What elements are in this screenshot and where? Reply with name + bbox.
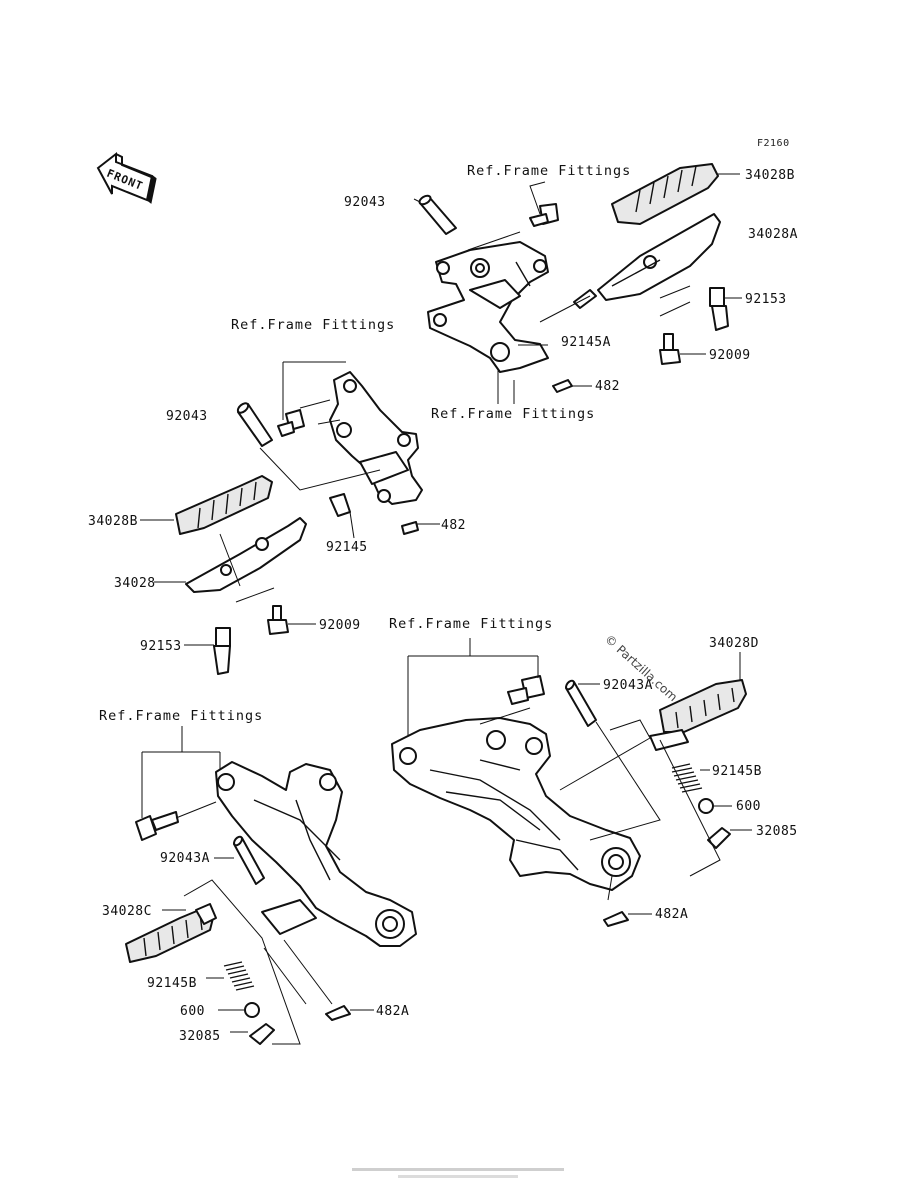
bolt [507,675,545,705]
part-label: 92043 [166,409,208,424]
figure-code: F2160 [757,138,790,149]
part-label: 34028A [748,227,798,242]
part-label: 92145A [561,335,611,350]
lower-right-footrest-assembly [391,638,752,927]
part-label: 92043A [603,678,653,693]
part-label: 34028B [745,168,795,183]
bolt [277,409,305,437]
footpeg-rubber-34028C [125,903,217,963]
part-label: 92145 [326,540,368,555]
ball-600 [698,798,714,814]
part-label: 92043 [344,195,386,210]
part-label: 92153 [140,639,182,654]
part-label: 92009 [709,348,751,363]
part-label: 92043A [160,851,210,866]
bolt-92009 [267,605,289,635]
part-label: 482A [376,1004,409,1019]
part-label: 92145B [712,764,762,779]
pin-482A [603,911,629,927]
bolt [529,203,559,227]
ref-frame-fittings-label: Ref.Frame Fittings [99,708,263,724]
middle-left-footrest-assembly [140,361,440,675]
part-label: 482A [655,907,688,922]
watermark: © Partzilla.com [602,632,680,704]
pin-92043 [236,402,273,447]
footpeg-rubber-34028B [175,475,273,535]
part-label: 92153 [745,292,787,307]
upper-right-footrest-assembly [413,163,742,404]
pin-482 [401,521,419,535]
ref-frame-fittings-label: Ref.Frame Fittings [431,406,595,422]
spring-92145 [329,493,351,517]
part-label: 32085 [179,1029,221,1044]
pin-92043 [418,194,457,235]
spring-92145B [223,961,255,991]
pin-482 [552,379,573,393]
footpeg-34028A [597,213,721,301]
bolt-92009 [659,333,681,365]
footrest-bracket [215,761,417,947]
part-label: 32085 [756,824,798,839]
part-label: 600 [180,1004,205,1019]
part-label: 34028D [709,636,759,651]
footer-copyright [352,1168,564,1178]
detent-32085 [249,1023,275,1045]
part-label: 92145B [147,976,197,991]
footpeg-rubber-34028D [649,679,747,751]
part-label: 92009 [319,618,361,633]
part-label: 600 [736,799,761,814]
footpeg-rubber-34028B [611,163,719,225]
part-label: 34028 [114,576,156,591]
footrest-bracket [329,371,423,505]
detent-32085 [707,827,731,849]
ref-frame-fittings-label: Ref.Frame Fittings [231,317,395,333]
ball-600 [244,1002,260,1018]
part-label: 34028B [88,514,138,529]
ref-frame-fittings-label: Ref.Frame Fittings [389,616,553,632]
part-label: 482 [441,518,466,533]
footpeg-34028 [185,517,307,593]
pin-482A [325,1005,351,1021]
footrest-bracket [391,717,641,891]
pin-92043A [565,679,597,727]
bolt-92153 [213,627,231,675]
footrest-bracket [427,241,549,373]
pin-92043A [233,835,265,885]
ref-frame-fittings-label: Ref.Frame Fittings [467,163,631,179]
bolt [135,811,179,841]
lower-left-footrest-assembly [125,726,417,1045]
front-arrow-icon: FRONT [96,151,157,204]
part-label: 482 [595,379,620,394]
spring-92145B [671,763,703,793]
bolt-92153 [709,287,729,331]
part-label: 34028C [102,904,152,919]
